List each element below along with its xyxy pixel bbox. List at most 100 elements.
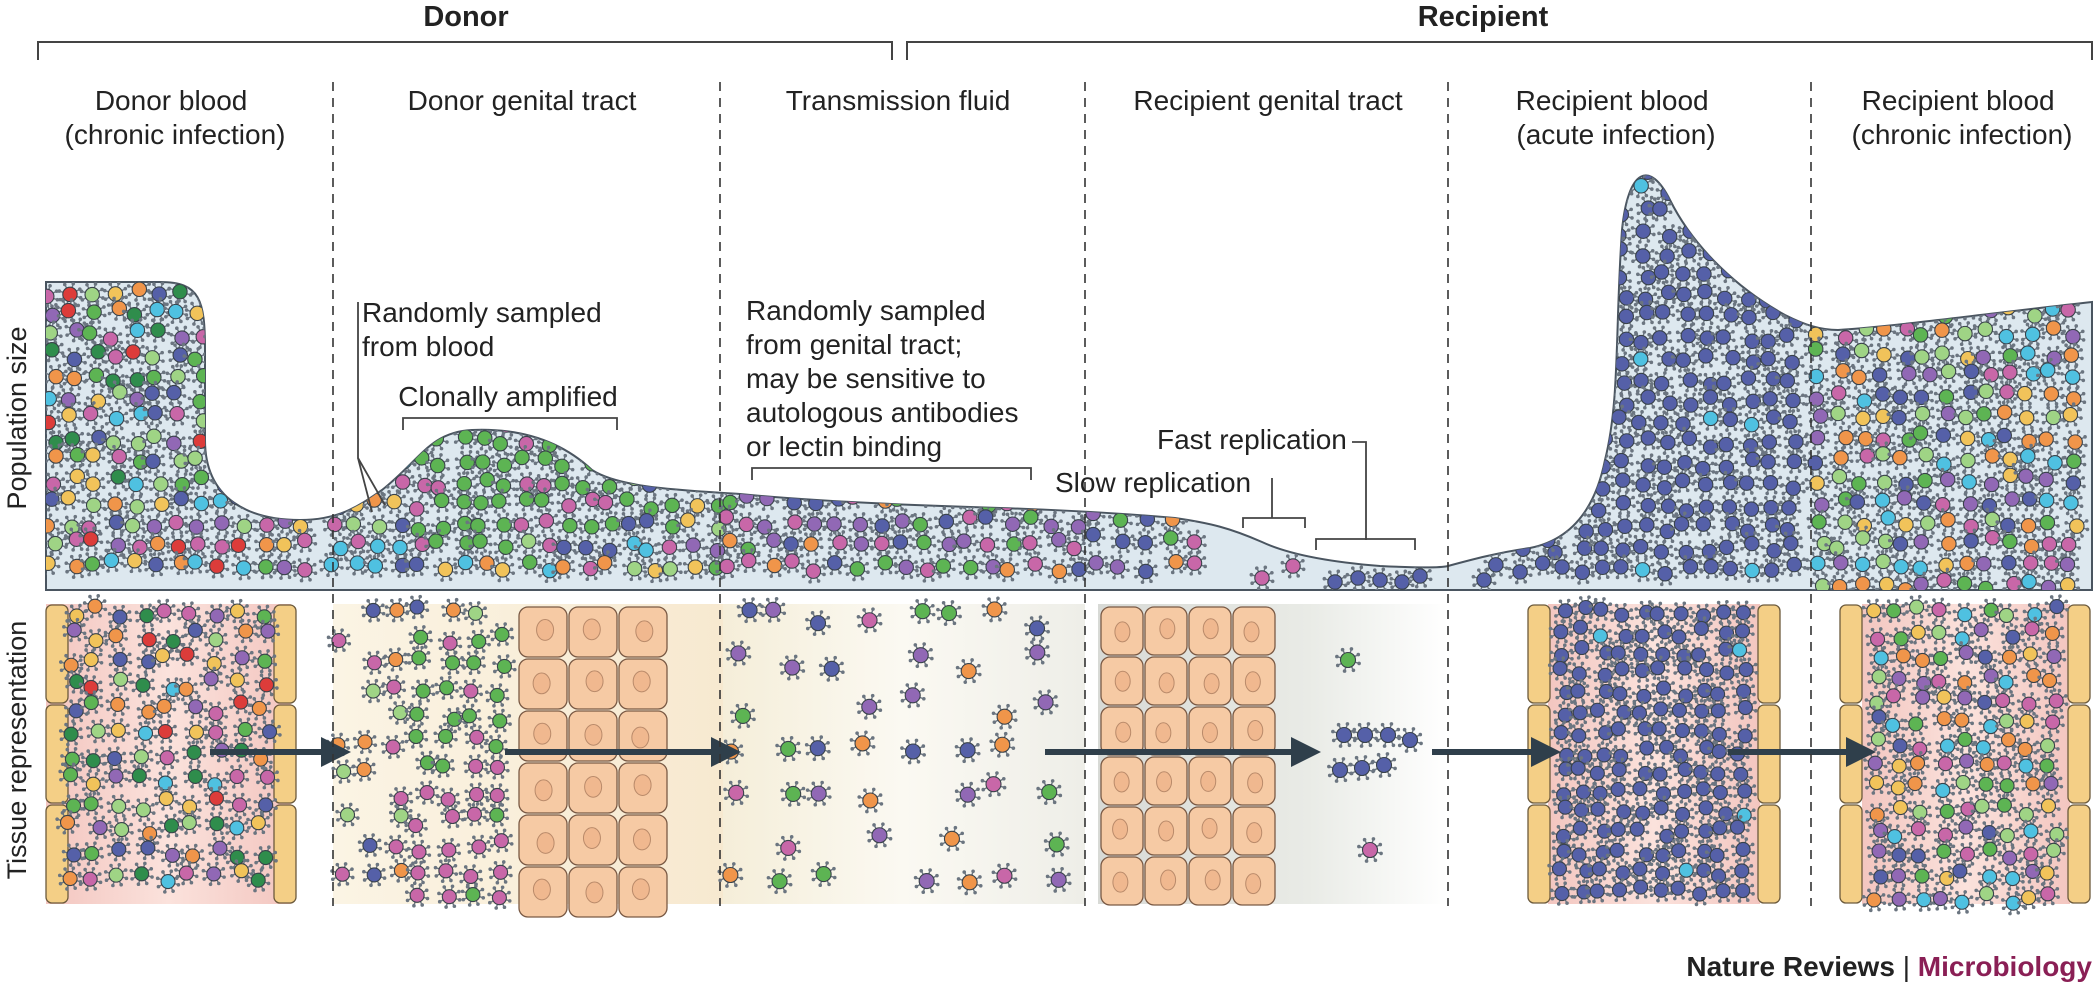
virion [327,467,352,492]
virion [292,465,317,490]
virion [1774,180,1799,205]
annotation-clonally-amplified: Clonally amplified [398,381,617,430]
virion [232,302,257,327]
recipient-group-label: Recipient [1418,1,1549,33]
virion [226,384,251,409]
virion [248,488,273,513]
virion [1548,160,1573,185]
virion [1545,388,1570,413]
virion [1754,197,1779,222]
virion [1587,224,1612,249]
virion [1710,226,1735,251]
virion [1588,327,1613,352]
virion [207,409,232,434]
virion [1545,204,1570,229]
virion [271,424,296,449]
virion [1759,222,1784,247]
virion [1564,178,1589,203]
virion [207,430,232,455]
virion [601,408,626,433]
virion [202,319,227,344]
virion [1589,259,1614,284]
virion [1759,239,1784,264]
virion [1570,364,1595,389]
virion [1735,243,1760,268]
virion [229,284,254,309]
virion [322,428,347,453]
virion [1784,195,1809,220]
virion [295,425,320,450]
virion [233,346,258,371]
virion [254,345,279,370]
virion [1781,162,1806,187]
virion [253,473,278,498]
tissue-representation-layer [46,594,2090,917]
virion [1570,343,1595,368]
virion [290,326,315,351]
virion [224,466,249,491]
virion [1549,474,1574,499]
virion [1690,181,1715,206]
virion [1564,225,1589,250]
virion [1593,288,1618,313]
virion [293,407,318,432]
virion [1720,154,1745,179]
virion [1573,241,1598,266]
virion [617,444,642,469]
virion [290,340,315,365]
virion [266,361,291,386]
virion [368,408,393,433]
virion [1672,175,1697,200]
virion [600,447,625,472]
virion [248,278,273,303]
virion [679,409,704,434]
virion [272,486,297,511]
virion [1552,427,1577,452]
virion [1870,295,1895,320]
virion [231,450,256,475]
virion [1547,301,1572,326]
virion [1888,294,1913,319]
virion [232,407,257,432]
virion [1782,265,1807,290]
virion [368,449,393,474]
virion [1849,297,1874,322]
virion [207,360,232,385]
donor-group-label: Donor [423,1,508,33]
virion [638,403,663,428]
virion [1584,177,1609,202]
virion [345,429,370,454]
journal-credit: Nature Reviews | Microbiology [1686,951,2092,982]
virion [1566,324,1591,349]
virion [268,326,293,351]
column-title-recipient-genital-tract: Recipient genital tract [1133,85,1402,116]
virion [270,406,295,431]
virion [289,301,314,326]
virion [550,411,575,436]
virion [620,432,645,457]
virion [223,323,248,348]
virion [1912,297,1937,322]
virion [1830,303,1855,328]
virion [249,386,274,411]
virion [655,426,680,451]
virion [1565,454,1590,479]
virion [267,464,292,489]
virion [683,430,708,455]
virion [1741,161,1766,186]
virion [1553,245,1578,270]
virion [1543,452,1568,477]
virion [662,411,687,436]
virion [1591,202,1616,227]
virion [275,299,300,324]
column-title-donor-genital-tract: Donor genital tract [408,85,637,116]
virion [272,445,297,470]
virion [1677,195,1702,220]
virion [325,452,350,477]
virion [1548,405,1573,430]
virion [249,425,274,450]
virion [291,277,316,302]
virion [1543,497,1568,522]
virion [269,276,294,301]
